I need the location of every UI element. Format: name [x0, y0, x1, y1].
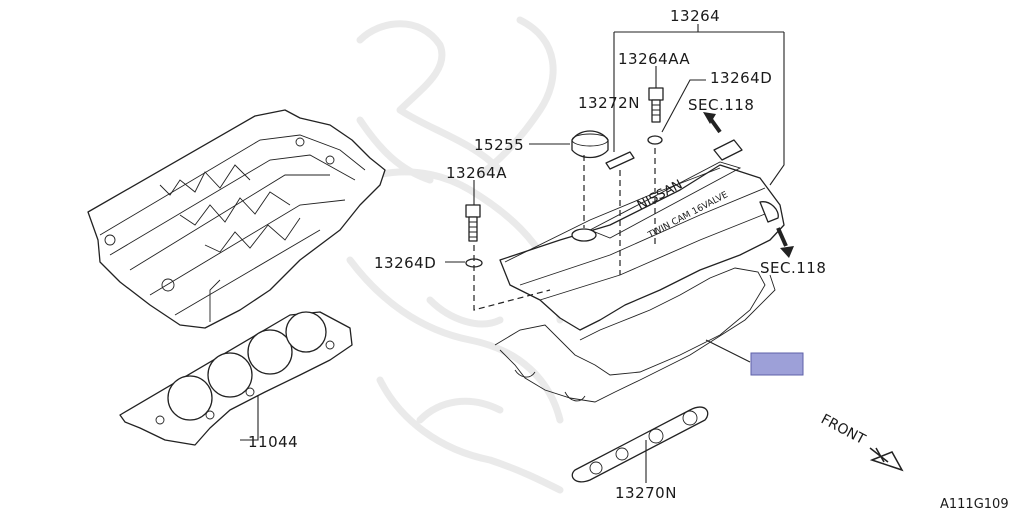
arrow-to-sec118-right [776, 227, 794, 258]
diagram-id: A111G109 [940, 497, 1009, 511]
front-arrow [869, 447, 904, 472]
bolt-13264A-illustration [465, 204, 481, 242]
label-13264D-top: 13264D [710, 69, 772, 87]
label-sec118-top: SEC.118 [688, 96, 754, 114]
arrow-to-sec118-top [703, 112, 722, 134]
head-gasket-illustration [119, 311, 353, 446]
cylinder-head-illustration [87, 109, 386, 329]
leader-lines [240, 24, 785, 483]
highlight-box [750, 352, 804, 376]
bolt-13264AA-illustration [648, 87, 664, 123]
rocker-cover-illustration: NISSAN TWIN CAM 16VALVE [499, 139, 785, 331]
label-sec118-right: SEC.118 [760, 259, 826, 277]
label-13272N: 13272N [578, 94, 640, 112]
label-plate-13272N-illustration [605, 151, 635, 170]
label-13264A: 13264A [446, 164, 507, 182]
label-13264: 13264 [670, 7, 720, 25]
front-label: FRONT [818, 411, 868, 448]
washer-13264D-top-illustration [647, 135, 663, 145]
rocker-cover-gasket-illustration [494, 267, 776, 403]
label-13270N: 13270N [615, 484, 677, 502]
label-11044: 11044 [248, 433, 298, 451]
label-15255: 15255 [474, 136, 524, 154]
label-13264AA: 13264AA [618, 50, 690, 68]
label-13264D-left: 13264D [374, 254, 436, 272]
oil-filler-cap-illustration [571, 130, 609, 159]
plug-tube-gasket-illustration [571, 406, 709, 483]
